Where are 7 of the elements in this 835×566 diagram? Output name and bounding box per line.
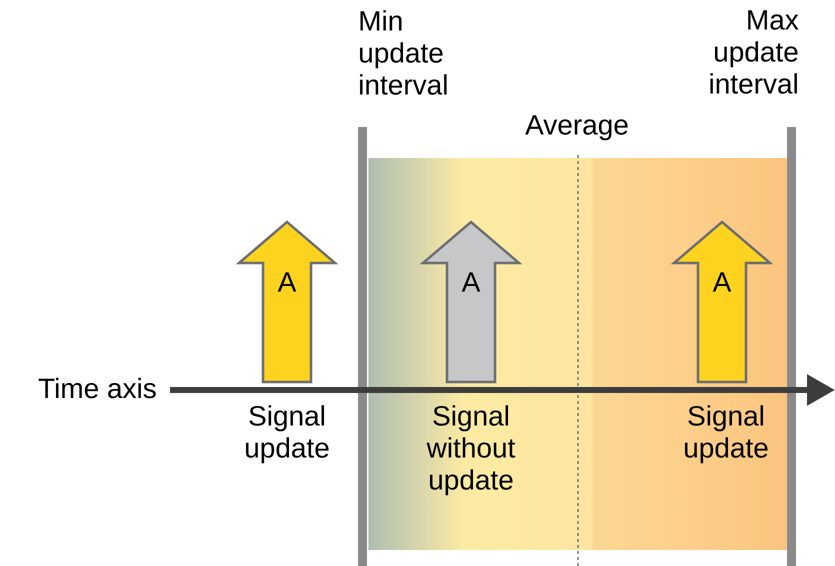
average-label: Average — [525, 115, 628, 140]
node-label: Signal without update — [426, 405, 516, 496]
node-label: Signal update — [685, 405, 768, 464]
node-label: Signal update — [246, 405, 329, 464]
interval-label: Max update interval — [710, 10, 798, 94]
interval-label: Min update interval — [360, 10, 447, 95]
axis-label: Time axis — [38, 378, 156, 398]
